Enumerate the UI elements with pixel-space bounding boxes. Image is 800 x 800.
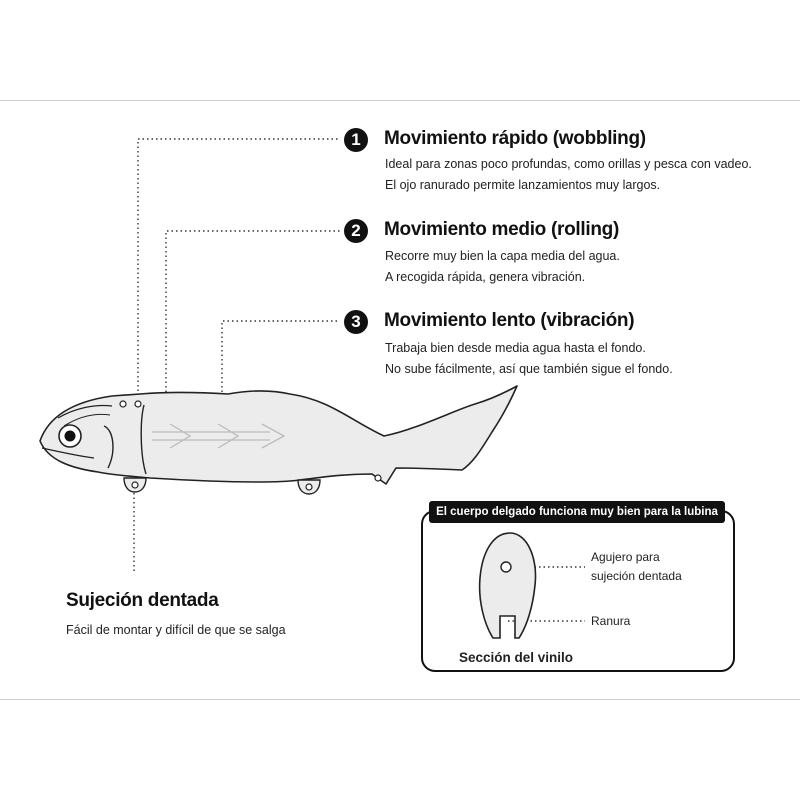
diagram-frame [0,100,800,700]
vinyl-section-shape [478,532,537,639]
line-tie-hole-1 [119,400,127,408]
pupil [64,430,76,442]
leader-lines [133,138,585,622]
lure-silhouette [39,385,518,485]
feature-desc-3-line-1: Trabaja bien desde media agua hasta el f… [385,341,646,355]
feature-desc-2-line-2: A recogida rápida, genera vibración. [385,270,586,284]
feature-number-2: 2 [344,219,368,243]
slot-label: Ranura [591,614,631,628]
feature-desc-1-line-2: El ojo ranurado permite lanzamientos muy… [385,178,661,192]
head-divider [140,404,147,475]
feature-title-2: Movimiento medio (rolling) [384,219,619,240]
hook-mount-title: Sujeción dentada [66,590,219,611]
head-groove-inner [63,413,111,427]
feature-title-3: Movimiento lento (vibración) [384,310,635,331]
feature-desc-2: Recorre muy bien la capa media del agua.… [385,246,620,288]
feature-desc-1: Ideal para zonas poco profundas, como or… [385,154,752,196]
hole-label: Agujero para sujeción dentada [591,548,682,586]
jaw-line [41,447,95,459]
feature-desc-1-line-1: Ideal para zonas poco profundas, como or… [385,157,752,171]
feature-desc-3-line-2: No sube fácilmente, así que también sigu… [385,362,673,376]
hook-tab-front-hole [131,481,139,489]
hook-hole-icon [500,561,512,573]
gill-line [103,425,114,469]
feature-title-1: Movimiento rápido (wobbling) [384,128,646,149]
tail-hole [374,474,382,482]
feature-number-1: 1 [344,128,368,152]
leader-line-3 [221,320,340,392]
hook-mount-desc: Fácil de montar y difícil de que se salg… [66,623,286,637]
leader-line-1 [137,138,340,400]
section-caption: Sección del vinilo [459,650,574,665]
leader-line-2 [165,230,340,392]
line-tie-hole-2 [134,400,142,408]
feature-desc-3: Trabaja bien desde media agua hasta el f… [385,338,673,380]
hole-label-line-2: sujeción dentada [591,569,682,583]
hook-tab-rear-hole [305,483,313,491]
feature-desc-2-line-1: Recorre muy bien la capa media del agua. [385,249,620,263]
section-inset-header: El cuerpo delgado funciona muy bien para… [429,501,725,523]
head-groove [57,404,113,419]
feature-number-3: 3 [344,310,368,334]
hole-label-line-1: Agujero para [591,550,660,564]
motion-arrow [152,423,286,449]
soft-lure-body [39,385,518,495]
